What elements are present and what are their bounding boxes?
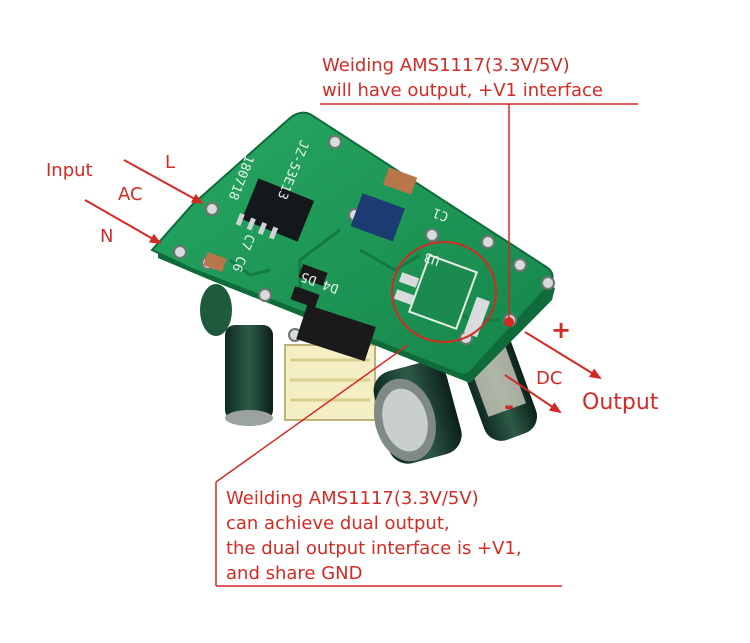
electrolytic-capacitor-left	[225, 325, 273, 426]
ams1117-footprint	[393, 253, 491, 338]
arrow-plus	[524, 331, 602, 380]
callout-lines	[215, 103, 638, 587]
mosfet	[350, 193, 405, 242]
arrows	[84, 159, 602, 414]
soic-chip	[235, 178, 315, 242]
plus-symbol: +	[551, 316, 572, 344]
callout-top-line2: will have output, +V1 interface	[322, 80, 603, 101]
smd-diodes	[290, 263, 328, 309]
n-label: N	[100, 226, 114, 247]
arrow-n	[84, 199, 162, 244]
electrolytic-capacitor-output	[373, 361, 462, 464]
smd-capacitor-left	[203, 252, 227, 272]
callout-top-line1: Weiding AMS1117(3.3V/5V)	[322, 55, 570, 76]
output-label: Output	[582, 390, 659, 415]
callout-top: Weiding AMS1117(3.3V/5V) will have outpu…	[322, 53, 603, 103]
arrow-l	[123, 159, 204, 204]
silk-misc: C1	[431, 204, 451, 223]
callout-bottom-line4: and share GND	[226, 563, 363, 584]
bridge-rectifier	[296, 304, 376, 362]
minus-symbol: -	[504, 392, 514, 420]
callout-bottom-line2: can achieve dual output,	[226, 513, 450, 534]
callout-bottom-line1: Weilding AMS1117(3.3V/5V)	[226, 488, 479, 509]
callout-bottom-line3: the dual output interface is +V1,	[226, 538, 522, 559]
silk-ic: U3	[422, 249, 442, 268]
arrow-minus	[504, 374, 562, 414]
v1-pad-marker	[504, 317, 514, 327]
callout-bottom: Weilding AMS1117(3.3V/5V) can achieve du…	[226, 486, 522, 586]
ac-label: AC	[118, 184, 143, 205]
input-label: Input	[46, 160, 93, 181]
capacitor-bottom-small	[200, 284, 232, 336]
l-label: L	[165, 152, 176, 173]
dc-label: DC	[536, 368, 563, 389]
smd-capacitor	[382, 167, 418, 195]
highlight-circle	[391, 241, 497, 343]
